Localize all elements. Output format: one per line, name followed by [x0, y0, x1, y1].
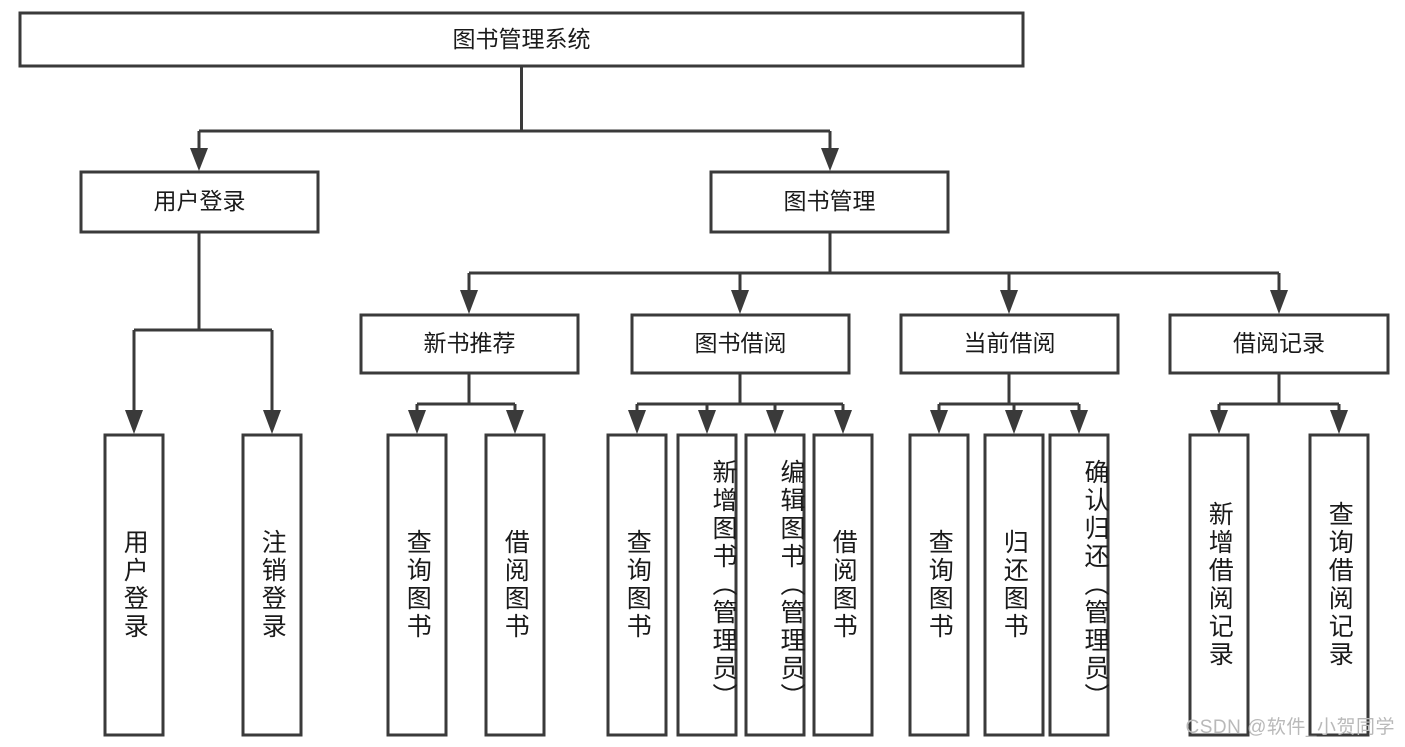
node-current-borrow[interactable]	[899, 313, 1120, 375]
node-user-login-label: 用户登录	[154, 188, 246, 214]
node-new-book-recommend-label: 新书推荐	[424, 330, 516, 356]
node-current-borrow-label: 当前借阅	[964, 330, 1056, 356]
arrow-user-logout	[263, 410, 281, 434]
node-user-logout[interactable]	[241, 433, 303, 737]
node-book-manage[interactable]	[709, 170, 950, 234]
arrow-to-new-book-recommend	[460, 290, 478, 314]
node-new-book-recommend[interactable]	[359, 313, 580, 375]
arrow-to-book-borrow	[731, 290, 749, 314]
node-cb-confirm-return[interactable]	[1048, 433, 1110, 737]
node-bb-borrow-book[interactable]	[812, 433, 874, 737]
node-borrow-record[interactable]	[1168, 313, 1390, 375]
arrow-to-book-manage	[821, 148, 839, 171]
arrow-bb-add-book	[698, 410, 716, 434]
node-br-query-record[interactable]	[1308, 433, 1370, 737]
arrow-cb-return-book	[1005, 410, 1023, 434]
arrow-user-login-do	[125, 410, 143, 434]
arrow-bb-edit-book	[766, 410, 784, 434]
arrow-to-user-login	[190, 148, 208, 171]
csdn-watermark: CSDN @软件_小贺同学	[1185, 717, 1395, 738]
node-book-borrow[interactable]	[630, 313, 851, 375]
arrow-nbr-borrow-book	[506, 410, 524, 434]
arrow-br-add-record	[1210, 410, 1228, 434]
arrow-to-current-borrow	[1000, 290, 1018, 314]
node-layer: 图书管理系统 用户登录 图书管理 新书推荐 图书借阅 当前借阅 借阅记录	[18, 11, 1390, 737]
arrow-bb-query-book	[628, 410, 646, 434]
arrow-nbr-query-book	[408, 410, 426, 434]
node-book-borrow-label: 图书借阅	[695, 330, 787, 356]
node-book-manage-label: 图书管理	[784, 188, 876, 214]
node-br-add-record[interactable]	[1188, 433, 1250, 737]
node-root[interactable]	[18, 11, 1025, 68]
node-bb-query-book[interactable]	[606, 433, 668, 737]
node-user-login[interactable]	[79, 170, 320, 234]
node-cb-return-book[interactable]	[983, 433, 1045, 737]
node-borrow-record-label: 借阅记录	[1233, 330, 1325, 356]
node-bb-add-book[interactable]	[676, 433, 738, 737]
node-user-login-do[interactable]	[103, 433, 165, 737]
node-cb-query-book[interactable]	[908, 433, 970, 737]
arrow-br-query-record	[1330, 410, 1348, 434]
connector-layer	[125, 66, 1348, 434]
arrow-to-borrow-record	[1270, 290, 1288, 314]
arrow-cb-query-book	[930, 410, 948, 434]
node-root-label: 图书管理系统	[453, 26, 591, 52]
node-bb-edit-book[interactable]	[744, 433, 806, 737]
node-nbr-borrow-book[interactable]	[484, 433, 546, 737]
arrow-cb-confirm-return	[1070, 410, 1088, 434]
node-nbr-query-book[interactable]	[386, 433, 448, 737]
arrow-bb-borrow-book	[834, 410, 852, 434]
